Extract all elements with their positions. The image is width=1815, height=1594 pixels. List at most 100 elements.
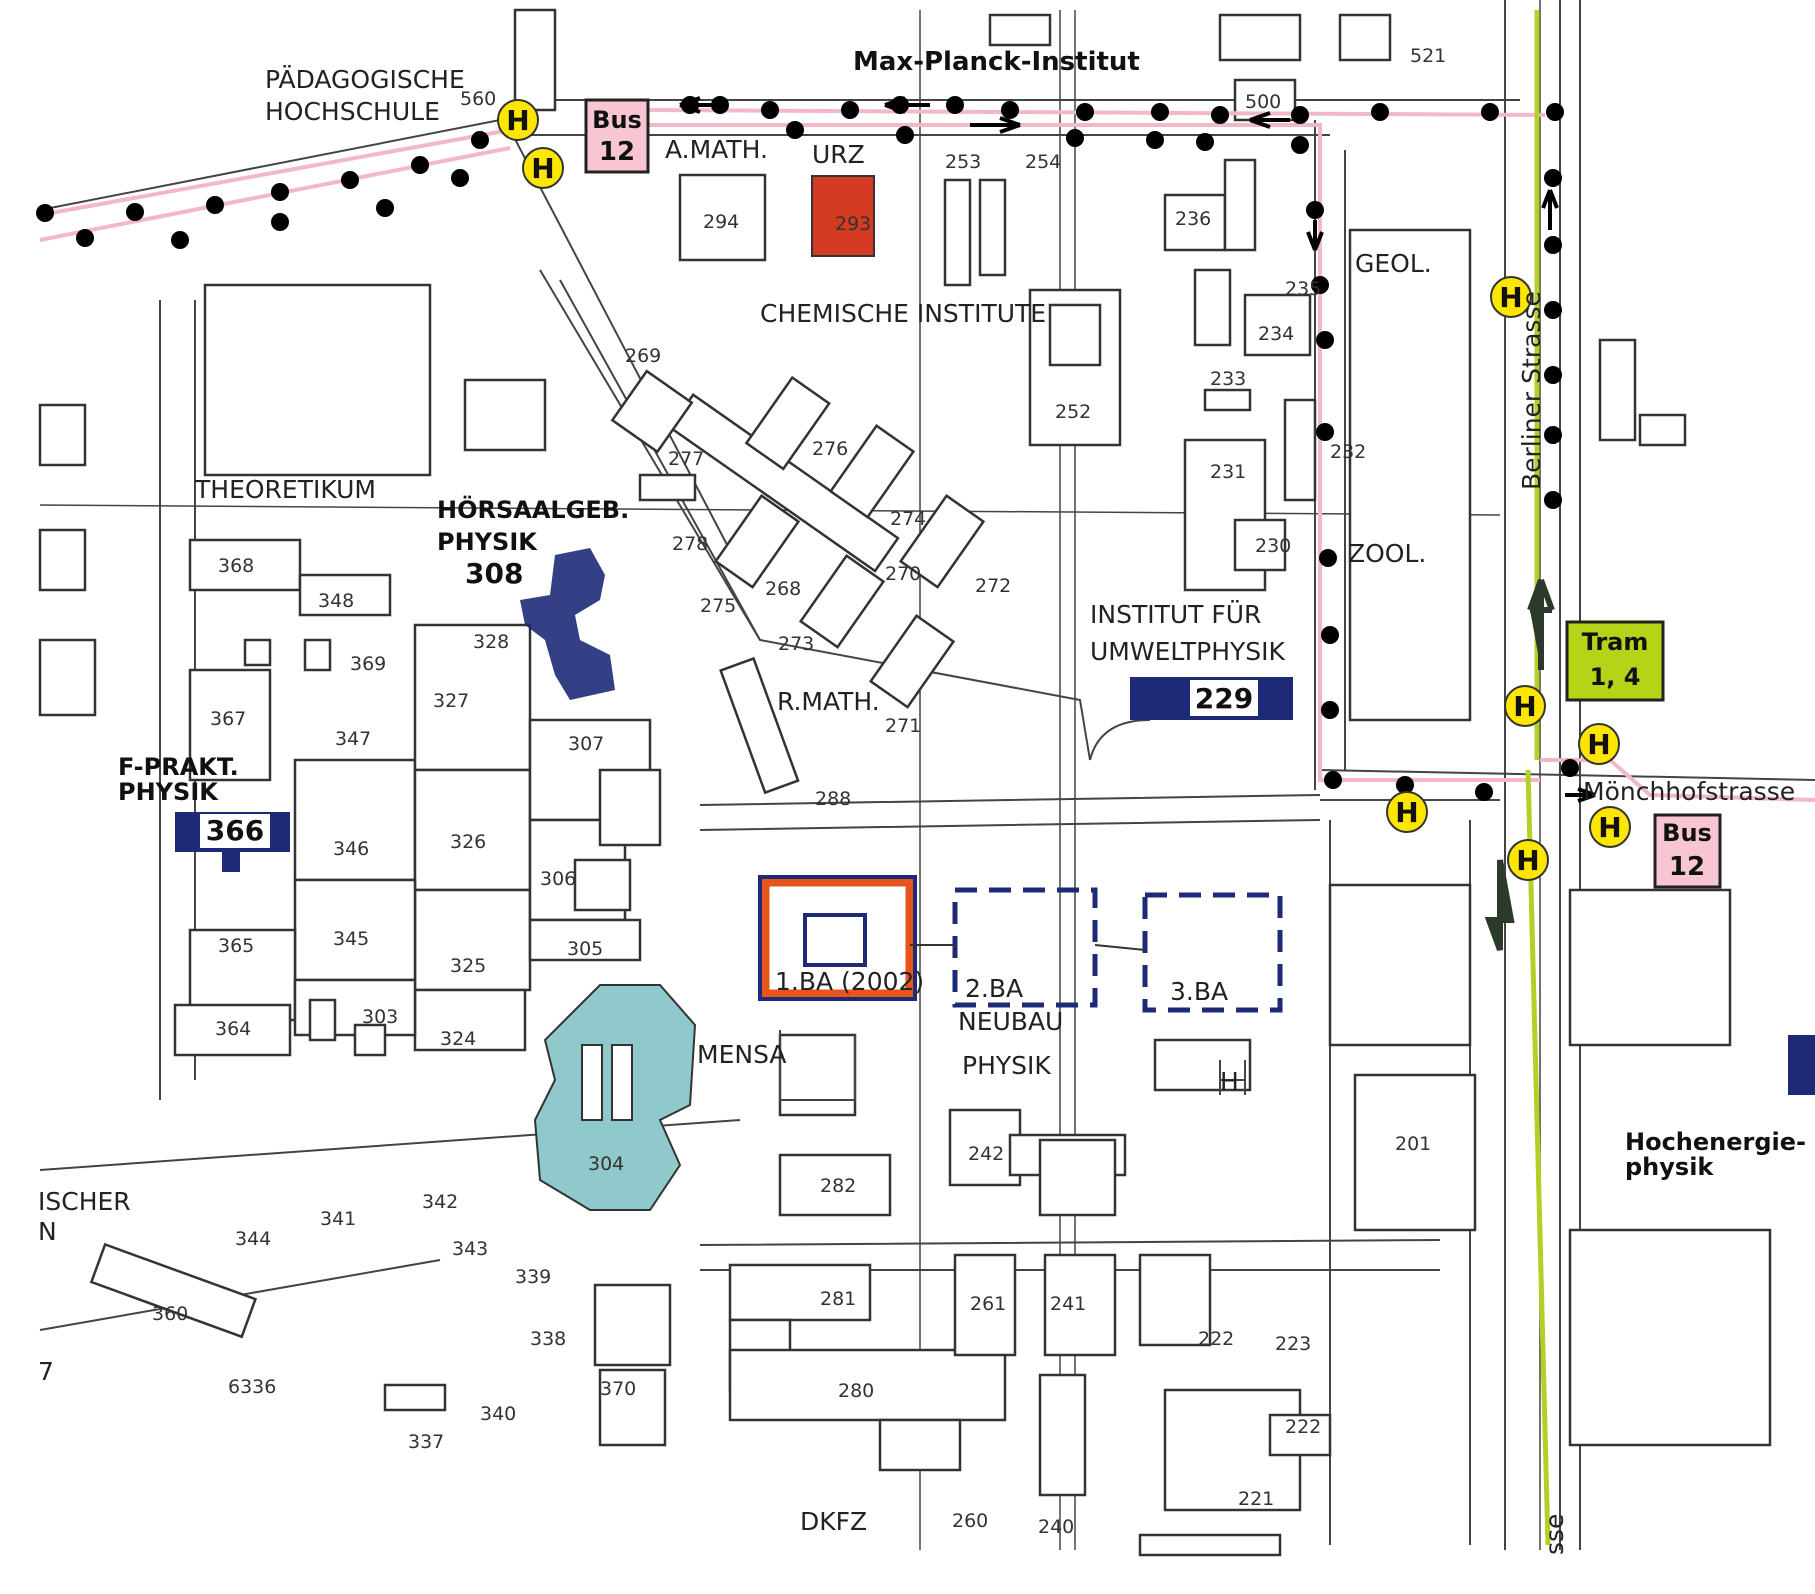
route-dot-icon <box>341 171 359 189</box>
bus-12-top-box[interactable]: Bus 12 <box>584 98 650 174</box>
bus-stop-h-icon[interactable]: H <box>497 99 539 141</box>
bldg-num-280: 280 <box>838 1380 874 1402</box>
label-paed-2: HOCHSCHULE <box>265 97 440 126</box>
label-hoersaal-1: HÖRSAALGEB. <box>437 494 629 524</box>
bus-stop-h-icon[interactable]: H <box>1386 791 1428 833</box>
bldg-num-367: 367 <box>210 708 246 730</box>
bldg-num-368: 368 <box>218 555 254 577</box>
label-fprakt-num: 366 <box>206 814 264 847</box>
bldg-num-328: 328 <box>473 631 509 653</box>
ba1-frame[interactable] <box>760 877 915 999</box>
route-dot-icon <box>271 213 289 231</box>
arrow-icon <box>884 96 930 114</box>
bus-right-label: Bus <box>1662 819 1712 847</box>
route-dot-icon <box>1146 131 1164 149</box>
bldg-num-288: 288 <box>815 788 851 810</box>
label-hochenergie-2: physik <box>1625 1153 1714 1181</box>
neubau-physik <box>758 875 1283 1101</box>
bus-stop-h-icon[interactable]: H <box>1507 839 1549 881</box>
bldg-num-240: 240 <box>1038 1516 1074 1538</box>
route-dot-icon <box>126 203 144 221</box>
route-dot-icon <box>786 121 804 139</box>
bus-top-label: Bus <box>592 106 642 134</box>
route-dot-icon <box>1544 491 1562 509</box>
bldg-num-337: 337 <box>408 1431 444 1453</box>
label-neubau-1: NEUBAU <box>958 1007 1063 1036</box>
bldg-num-336: 6336 <box>228 1376 276 1398</box>
bldg-num-344: 344 <box>235 1228 271 1250</box>
arrow-icon <box>679 96 720 114</box>
bus-stop-h-icon[interactable]: H <box>522 147 564 189</box>
bus-stop-h-icon[interactable]: H <box>1504 685 1546 727</box>
arrow-icon <box>1306 220 1324 251</box>
bus-stop-h-icon[interactable]: H <box>1490 276 1532 318</box>
route-dot-icon <box>76 229 94 247</box>
label-geol: GEOL. <box>1355 249 1432 278</box>
label-fprakt-2: PHYSIK <box>118 778 219 806</box>
bus-stop-h-icon[interactable]: H <box>1589 806 1631 848</box>
label-chem: CHEMISCHE INSTITUTE <box>760 299 1046 328</box>
route-dot-icon <box>1544 366 1562 384</box>
bldg-num-339: 339 <box>515 1266 551 1288</box>
tram-1-4-box[interactable]: Tram 1, 4 <box>1565 620 1665 702</box>
label-zool: ZOOL. <box>1348 539 1426 568</box>
bldg-num-500: 500 <box>1245 91 1281 113</box>
bldg-num-234: 234 <box>1258 323 1294 345</box>
bldg-num-261: 261 <box>970 1293 1006 1315</box>
bldg-num-221: 221 <box>1238 1488 1274 1510</box>
label-h-mark: H <box>1220 1067 1239 1096</box>
tram-label: Tram <box>1582 628 1649 656</box>
ba2-frame[interactable] <box>952 887 1098 1008</box>
bldg-num-236: 236 <box>1175 208 1211 230</box>
bldg-num-360: 360 <box>152 1303 188 1325</box>
ba3-frame[interactable] <box>1142 892 1283 1013</box>
bldg-num-222-bottom: 222 <box>1285 1416 1321 1438</box>
stop-letter: H <box>1499 281 1522 314</box>
route-dot-icon <box>1561 759 1579 777</box>
ba1-inner <box>803 913 867 967</box>
label-moenchhof: Mönchhofstrasse <box>1583 777 1795 806</box>
route-dot-icon <box>1316 423 1334 441</box>
bldg-num-277: 277 <box>668 448 704 470</box>
label-hoersaal-num: 308 <box>465 557 523 590</box>
label-r-math: R.MATH. <box>777 687 880 716</box>
route-dot-icon <box>1544 426 1562 444</box>
label-ba2: 2.BA <box>965 974 1023 1003</box>
label-hoersaal-2: PHYSIK <box>437 528 538 556</box>
ba1-border <box>758 875 917 1001</box>
hoersaal-physik-308-building[interactable] <box>520 548 615 700</box>
label-ba3: 3.BA <box>1170 977 1228 1006</box>
route-dot-icon <box>1324 771 1342 789</box>
label-max-planck: Max-Planck-Institut <box>853 47 1140 77</box>
hochenergie-marker <box>1788 1035 1815 1095</box>
bldg-num-338: 338 <box>530 1328 566 1350</box>
route-dot-icon <box>1151 103 1169 121</box>
route-dot-icon <box>1544 169 1562 187</box>
stop-letter: H <box>531 152 554 185</box>
label-paed-1: PÄDAGOGISCHE <box>265 65 465 94</box>
bus-12-right-box[interactable]: Bus 12 <box>1653 813 1722 889</box>
route-dot-icon <box>1076 103 1094 121</box>
h-marker <box>1219 1060 1246 1095</box>
map-labels: Max-Planck-Institut PÄDAGOGISCHE HOCHSCH… <box>38 47 1806 1555</box>
route-dot-icon <box>36 204 54 222</box>
bldg-num-270: 270 <box>885 563 921 585</box>
bldg-num-370: 370 <box>600 1378 636 1400</box>
stop-letter: H <box>1395 796 1418 829</box>
route-dot-icon <box>471 131 489 149</box>
bldg-num-521: 521 <box>1410 45 1446 67</box>
tram-route <box>1525 10 1551 1546</box>
route-dot-icon <box>1196 133 1214 151</box>
urz-building[interactable] <box>811 175 875 257</box>
label-fprakt-1: F-PRAKT. <box>118 753 239 781</box>
bus-stop-h-icon[interactable]: H <box>1578 723 1620 765</box>
route-dot-icon <box>1544 301 1562 319</box>
arrow-icon <box>1565 787 1596 803</box>
bldg-num-306: 306 <box>540 868 576 890</box>
direction-arrows <box>679 96 1596 952</box>
bldg-num-253: 253 <box>945 151 981 173</box>
label-umwelt-2: UMWELTPHYSIK <box>1090 637 1286 666</box>
bldg-num-222-top: 222 <box>1198 1328 1234 1350</box>
tram-arrow-down-icon <box>1484 859 1515 952</box>
